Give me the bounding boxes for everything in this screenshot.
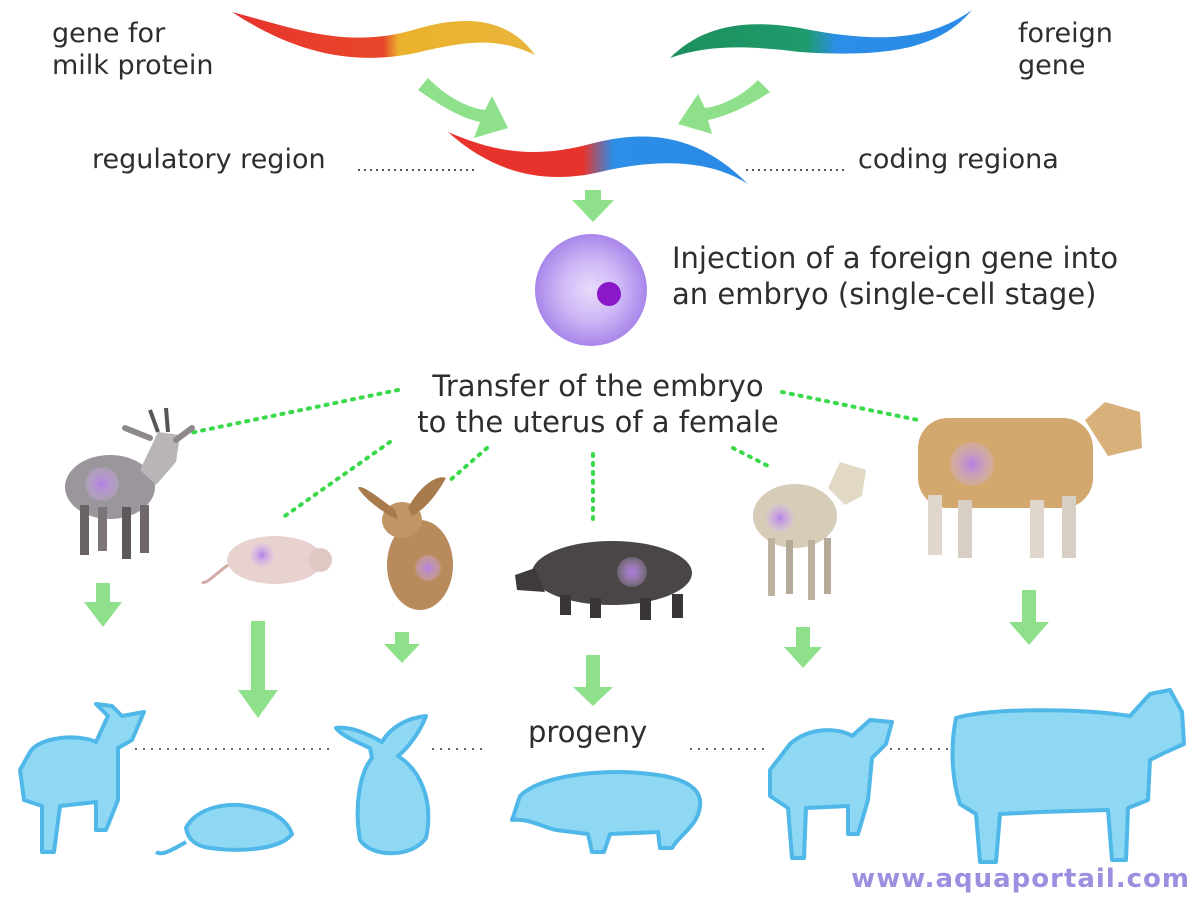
mouse-female [201,536,332,584]
rabbit-progeny [334,714,431,856]
foreign-gene-strand [670,10,972,58]
foreign-gene-line2: gene [1018,50,1086,81]
arrow-mouse-progeny [238,621,278,718]
injection-label: Injection of a foreign gene into an embr… [672,240,1118,312]
gene-milk-label: gene for milk protein [52,18,214,82]
arrow-pig-progeny [573,655,613,706]
sheep-female [753,462,866,600]
arrow-to-cell [572,190,614,222]
gene-milk-line2: milk protein [52,50,214,81]
foreign-gene-line1: foreign [1018,18,1113,49]
goat-female [65,407,195,559]
regulatory-region-label: regulatory region [92,144,326,175]
hybrid-gene-strand [448,132,748,184]
transfer-line2: to the uterus of a female [417,405,779,439]
embryo-cell [535,234,647,346]
transfer-dotted-lines [188,388,920,528]
milk-gene-strand [232,12,535,58]
injection-line2: an embryo (single-cell stage) [672,277,1097,311]
rabbit-female [358,477,453,610]
goat-progeny [18,702,146,854]
gene-milk-line1: gene for [52,18,166,49]
arrow-cow-progeny [1009,590,1049,645]
coding-region-label: coding regiona [858,144,1059,175]
cow-female [918,402,1142,558]
transfer-label: Transfer of the embryo to the uterus of … [398,368,798,440]
arrow-sheep-progeny [784,627,822,668]
arrow-foreign-to-hybrid [678,80,770,134]
pig-female [515,541,692,620]
arrow-rabbit-progeny [384,632,420,663]
watermark: www.aquaportail.com [851,864,1190,894]
pig-progeny [510,770,703,854]
transfer-line1: Transfer of the embryo [432,369,764,403]
progeny-arrows [84,583,1049,718]
mouse-progeny [154,803,294,856]
progeny-label: progeny [528,715,648,749]
foreign-gene-label: foreign gene [1018,18,1113,82]
embryo-nucleus [597,282,621,306]
arrow-goat-progeny [84,583,122,627]
sheep-progeny [768,718,894,860]
progeny-silhouettes [18,688,1186,864]
arrow-milk-to-hybrid [418,78,508,138]
injection-line1: Injection of a foreign gene into [672,241,1119,275]
cow-progeny [950,688,1186,864]
